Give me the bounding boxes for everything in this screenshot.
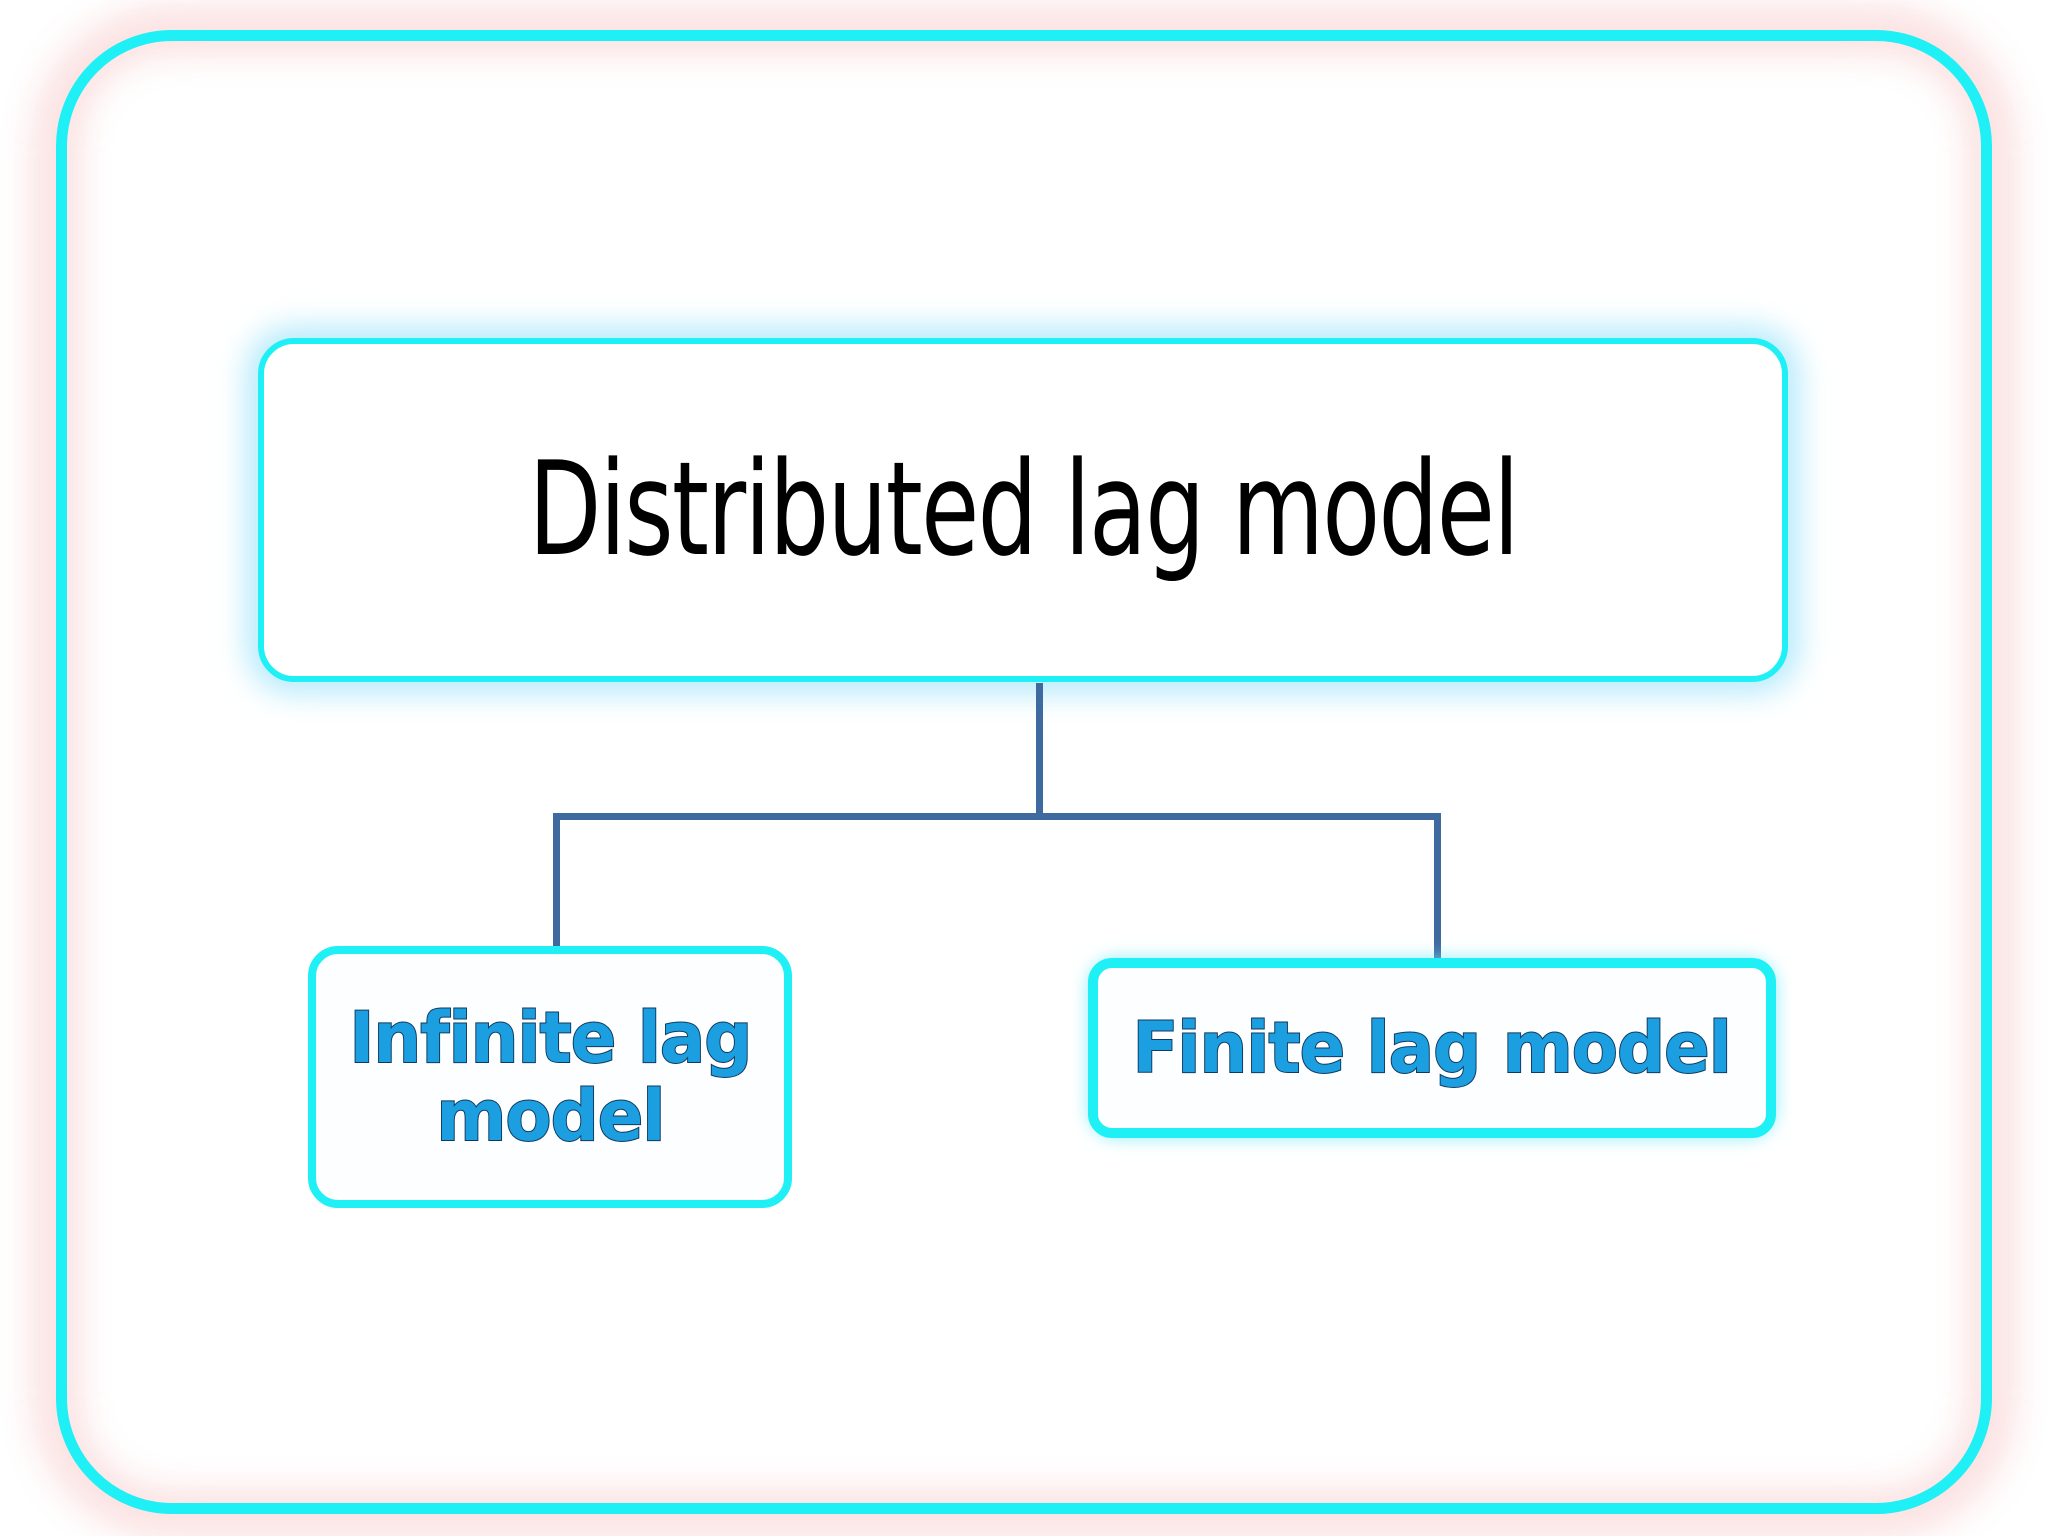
outer-decorative-frame xyxy=(56,30,1992,1514)
outer-frame-glow xyxy=(48,22,2000,1522)
node-infinite-lag-model[interactable]: Infinite lag model xyxy=(308,946,792,1208)
connector-horizontal-bus xyxy=(553,813,1441,820)
title-node-box[interactable]: Distributed lag model xyxy=(258,338,1788,682)
node-label-line-1: Infinite lag xyxy=(348,996,753,1079)
node-finite-lag-model-label: Finite lag model xyxy=(1132,1006,1733,1089)
title-node[interactable]: Distributed lag model xyxy=(250,330,1796,690)
page-title: Distributed lag model xyxy=(528,433,1519,585)
connector-trunk-vertical xyxy=(1036,683,1043,819)
node-infinite-lag-model-box[interactable]: Infinite lag model xyxy=(308,946,792,1208)
node-infinite-lag-model-label: Infinite lag model xyxy=(348,996,753,1157)
connector-drop-left xyxy=(553,813,560,955)
node-label-line-2: model xyxy=(435,1075,666,1157)
node-finite-lag-model-box[interactable]: Finite lag model xyxy=(1088,958,1776,1138)
node-finite-lag-model[interactable]: Finite lag model xyxy=(1088,958,1776,1138)
connector-drop-right xyxy=(1434,813,1441,973)
